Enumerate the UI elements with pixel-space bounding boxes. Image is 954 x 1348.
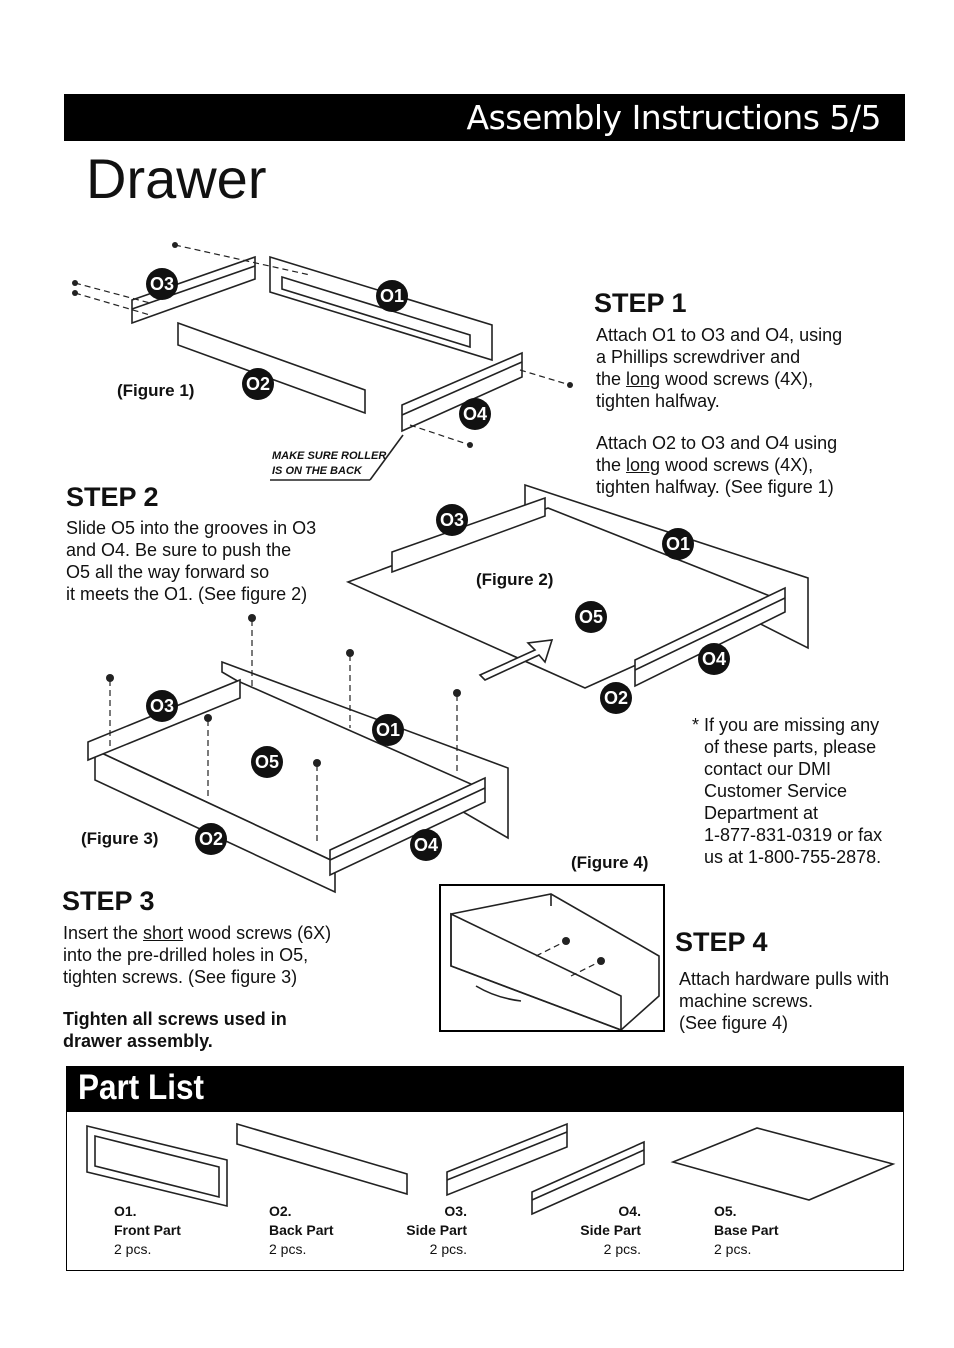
step-1-text: Attach O1 to O3 and O4, using a Phillips…: [596, 325, 843, 497]
step-3-text: Insert the short wood screws (6X) into t…: [63, 923, 332, 1051]
part-list-title: Part List: [78, 1068, 205, 1107]
part-o4: O4. Side Part 2 pcs.: [580, 1203, 641, 1257]
badge-o2-fig3: O2: [195, 823, 227, 855]
badge-o1-fig1: O1: [376, 280, 408, 312]
part-o1: O1. Front Part 2 pcs.: [114, 1203, 181, 1257]
part-list-box: O1. Front Part 2 pcs. O2. Back Part 2 pc…: [66, 1112, 904, 1271]
figure-4-illustration: [450, 893, 660, 1032]
badge-o1-fig3: O1: [372, 714, 404, 746]
badge-o2-fig2: O2: [600, 682, 632, 714]
header-bar: Assembly Instructions 5/5: [64, 94, 905, 141]
missing-parts-note: * If you are missing any of these parts,…: [692, 715, 883, 867]
step-4-heading: STEP 4: [675, 927, 768, 957]
figure-1-illustration: [72, 242, 573, 481]
badge-o3-fig2: O3: [436, 504, 468, 536]
figure-1-label: (Figure 1): [117, 381, 195, 400]
badge-o4-fig2: O4: [698, 643, 730, 675]
part-list-illustrations: [86, 1122, 896, 1216]
step-2-text: Slide O5 into the grooves in O3 and O4. …: [66, 518, 317, 604]
badge-o5-fig2: O5: [575, 601, 607, 633]
figure-2-label: (Figure 2): [476, 570, 554, 589]
page-title: Drawer: [86, 147, 267, 210]
badge-o2-fig1: O2: [242, 368, 274, 400]
step-3-heading: STEP 3: [62, 886, 155, 916]
roller-note: MAKE SURE ROLLER IS ON THE BACK: [272, 450, 387, 477]
badge-o5-fig3: O5: [251, 746, 283, 778]
figure-3-label: (Figure 3): [81, 829, 159, 848]
step-4-text: Attach hardware pulls with machine screw…: [679, 969, 890, 1033]
header-title: Assembly Instructions 5/5: [466, 98, 882, 137]
figure-4-label: (Figure 4): [571, 853, 649, 872]
part-o3: O3. Side Part 2 pcs.: [406, 1203, 467, 1257]
part-o2: O2. Back Part 2 pcs.: [269, 1203, 334, 1257]
part-o5: O5. Base Part 2 pcs.: [714, 1203, 779, 1257]
figure-3-illustration: [87, 614, 509, 894]
figure-4-box: [439, 884, 665, 1032]
badge-o4-fig3: O4: [410, 829, 442, 861]
badge-o1-fig2: O1: [662, 528, 694, 560]
part-list-bar: Part List: [66, 1066, 904, 1112]
figure-2-illustration: [345, 483, 809, 689]
badge-o3-fig1: O3: [146, 268, 178, 300]
step-2-heading: STEP 2: [66, 482, 159, 512]
step-1-heading: STEP 1: [594, 288, 687, 318]
badge-o3-fig3: O3: [146, 690, 178, 722]
badge-o4-fig1: O4: [459, 398, 491, 430]
